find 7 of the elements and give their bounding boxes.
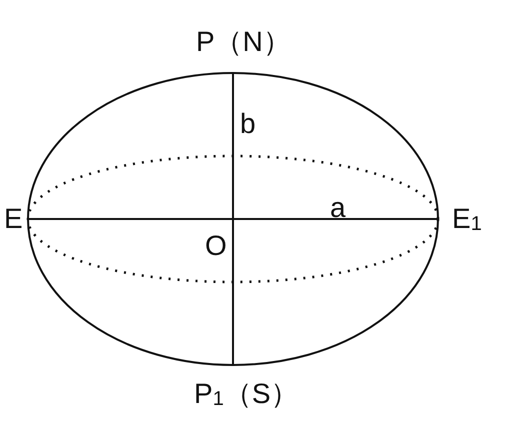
pole-label: P$_{1}$（S） [194,380,298,409]
point-label: E$_{1}$ [452,205,482,234]
point-label: E [4,205,23,233]
axis-label: a [330,194,346,222]
origin-label: O [205,232,227,260]
axis-label: b [240,110,256,138]
pole-label: P（N） [196,28,291,56]
